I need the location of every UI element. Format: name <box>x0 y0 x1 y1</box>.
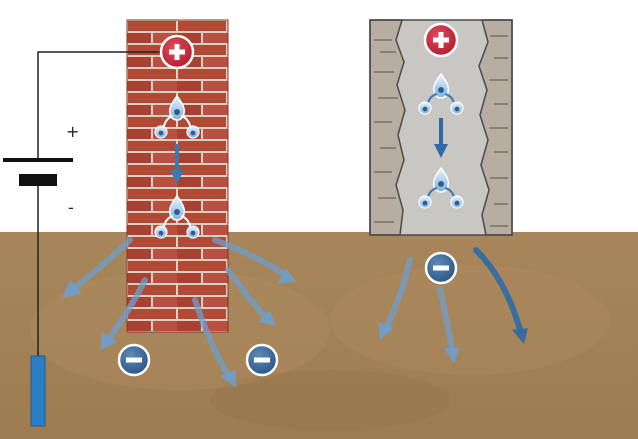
water-drop-icon <box>154 194 200 239</box>
water-drop-icon <box>154 94 200 139</box>
minus-circle-icon <box>245 343 279 377</box>
flow-arrows <box>62 237 528 388</box>
minus-circle-icon <box>424 251 458 285</box>
arrow-icon <box>473 247 528 344</box>
circuit-wire <box>37 51 160 356</box>
soil-ground <box>0 232 638 439</box>
water-drop-icon <box>418 166 464 209</box>
arrow-icon <box>225 267 276 326</box>
arrow-icon <box>437 287 460 364</box>
battery-positive-plate <box>3 158 73 162</box>
arrow-icon <box>62 237 133 298</box>
battery-negative-plate <box>19 174 57 186</box>
battery-positive-label: + <box>66 122 80 141</box>
plus-circle-icon <box>423 22 459 58</box>
arrow-icon <box>434 118 448 158</box>
arrow-icon <box>100 277 148 350</box>
battery <box>3 158 73 186</box>
minus-circle-icon <box>117 343 151 377</box>
water-drop-icon <box>418 72 464 115</box>
plus-circle-icon <box>159 34 195 70</box>
arrow-icon <box>378 257 413 340</box>
arrow-icon <box>192 297 236 388</box>
arrow-icon <box>212 237 296 284</box>
battery-negative-label: - <box>68 198 74 217</box>
arrow-icon <box>170 144 184 184</box>
ground-electrode <box>30 355 46 427</box>
